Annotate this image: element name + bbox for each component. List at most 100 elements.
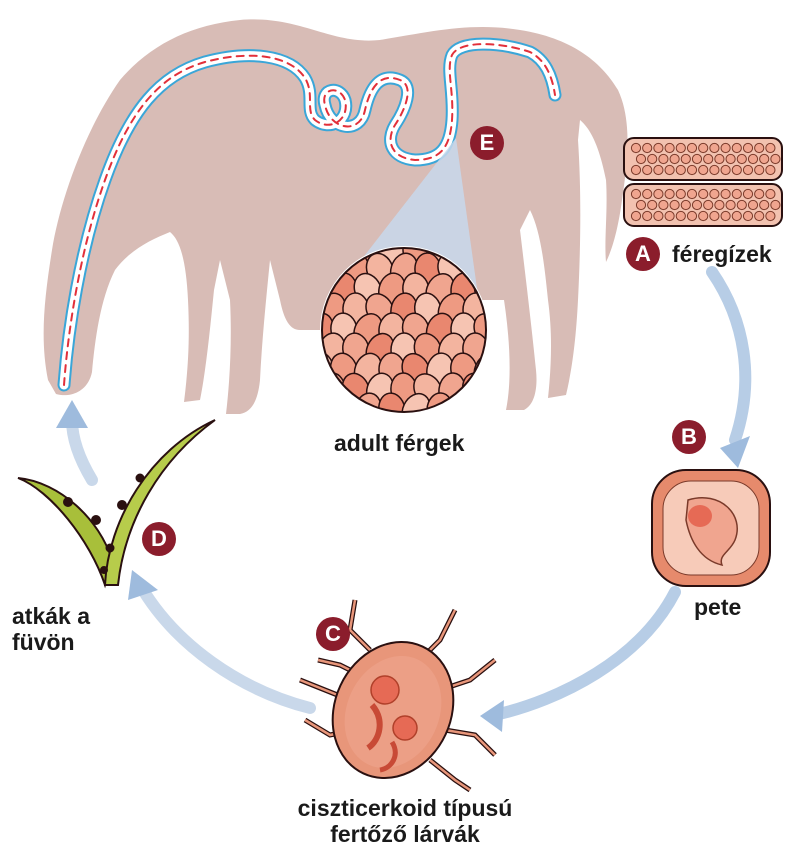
segment-cell [659,200,668,209]
segment-cell [643,211,652,220]
segment-cell [766,189,775,198]
segment-cell [643,189,652,198]
segment-cell [681,154,690,163]
egg [652,470,770,586]
segment-cell [699,143,708,152]
segment-cell [732,189,741,198]
label-d-line2: füvön [12,629,90,655]
segment-cell [732,143,741,152]
segment-cell [755,189,764,198]
segment-cell [665,189,674,198]
segment-cell [760,200,769,209]
segment-cell [710,165,719,174]
segment-cell [755,143,764,152]
segment-cell [636,154,645,163]
segment-cell [726,154,735,163]
segment-cell [755,211,764,220]
segment-cell [721,165,730,174]
segment-cell [715,154,724,163]
segment-cell [710,143,719,152]
label-a: féregízek [672,241,772,267]
segment-cell [631,143,640,152]
segment-cell [654,189,663,198]
segment-cell [766,211,775,220]
segment-cell [676,165,685,174]
segment-cell [643,165,652,174]
badge-e: E [470,126,504,160]
segment-cell [704,154,713,163]
arrow-b-to-c [495,592,675,715]
segment-cell [631,189,640,198]
label-d-line1: atkák a [12,603,90,629]
segment-cell [659,154,668,163]
segment-cell [710,211,719,220]
segment-cell [654,165,663,174]
arrow-a-to-b [712,272,745,440]
segment-cell [654,211,663,220]
segment-cell [681,200,690,209]
segment-cell [676,143,685,152]
segment-cell [692,154,701,163]
badge-d: D [142,522,176,556]
segment-cell [755,165,764,174]
segment-cell [631,211,640,220]
segment-cell [687,189,696,198]
arrow-d-to-horse [72,420,92,480]
segment-cell [721,143,730,152]
segment-cell [687,143,696,152]
segment-cell [743,143,752,152]
segment-cell [631,165,640,174]
segment-cell [643,143,652,152]
mite-leg [430,760,470,790]
segment-cell [704,200,713,209]
segment-cell [732,211,741,220]
label-c-line1: ciszticerkoid típusú [250,795,560,821]
segment-cell [710,189,719,198]
segment-cell [699,211,708,220]
badge-a: A [626,237,660,271]
worm-cell [306,393,333,428]
segment-cell [726,200,735,209]
grass-with-mites [18,420,215,585]
segment-cell [721,211,730,220]
segment-cell [737,200,746,209]
segment-cell [715,200,724,209]
label-c-line2: fertőző lárvák [250,821,560,847]
segment-cell [692,200,701,209]
worm-cell [471,390,506,430]
segment-cell [654,143,663,152]
badge-b: B [672,420,706,454]
label-d: atkák a füvön [12,603,90,655]
arrow-d-to-horse-head [56,400,88,428]
segment-cell [676,189,685,198]
segment-cell [748,200,757,209]
segment-cell [743,165,752,174]
segment-cell [748,154,757,163]
label-e: adult férgek [334,430,464,456]
segment-cell [687,165,696,174]
segment-cell [699,165,708,174]
segment-cell [766,143,775,152]
segment-cell [648,154,657,163]
segment-cell [687,211,696,220]
segment-cell [771,154,780,163]
tapeworm-segments [624,138,782,226]
segment-cell [665,211,674,220]
arrow-b-to-c-head [480,700,504,732]
segment-cell [670,200,679,209]
segment-cell [743,211,752,220]
segment-cell [676,211,685,220]
arrow-c-to-d [140,585,310,708]
segment-cell [766,165,775,174]
segment-cell [743,189,752,198]
segment-cell [665,165,674,174]
segment-cell [636,200,645,209]
segment-cell [670,154,679,163]
segment-cell [732,165,741,174]
worm-cell [318,373,345,408]
segment-cell [699,189,708,198]
label-c: ciszticerkoid típusú fertőző lárvák [250,795,560,847]
segment-cell [771,200,780,209]
segment-cell [737,154,746,163]
